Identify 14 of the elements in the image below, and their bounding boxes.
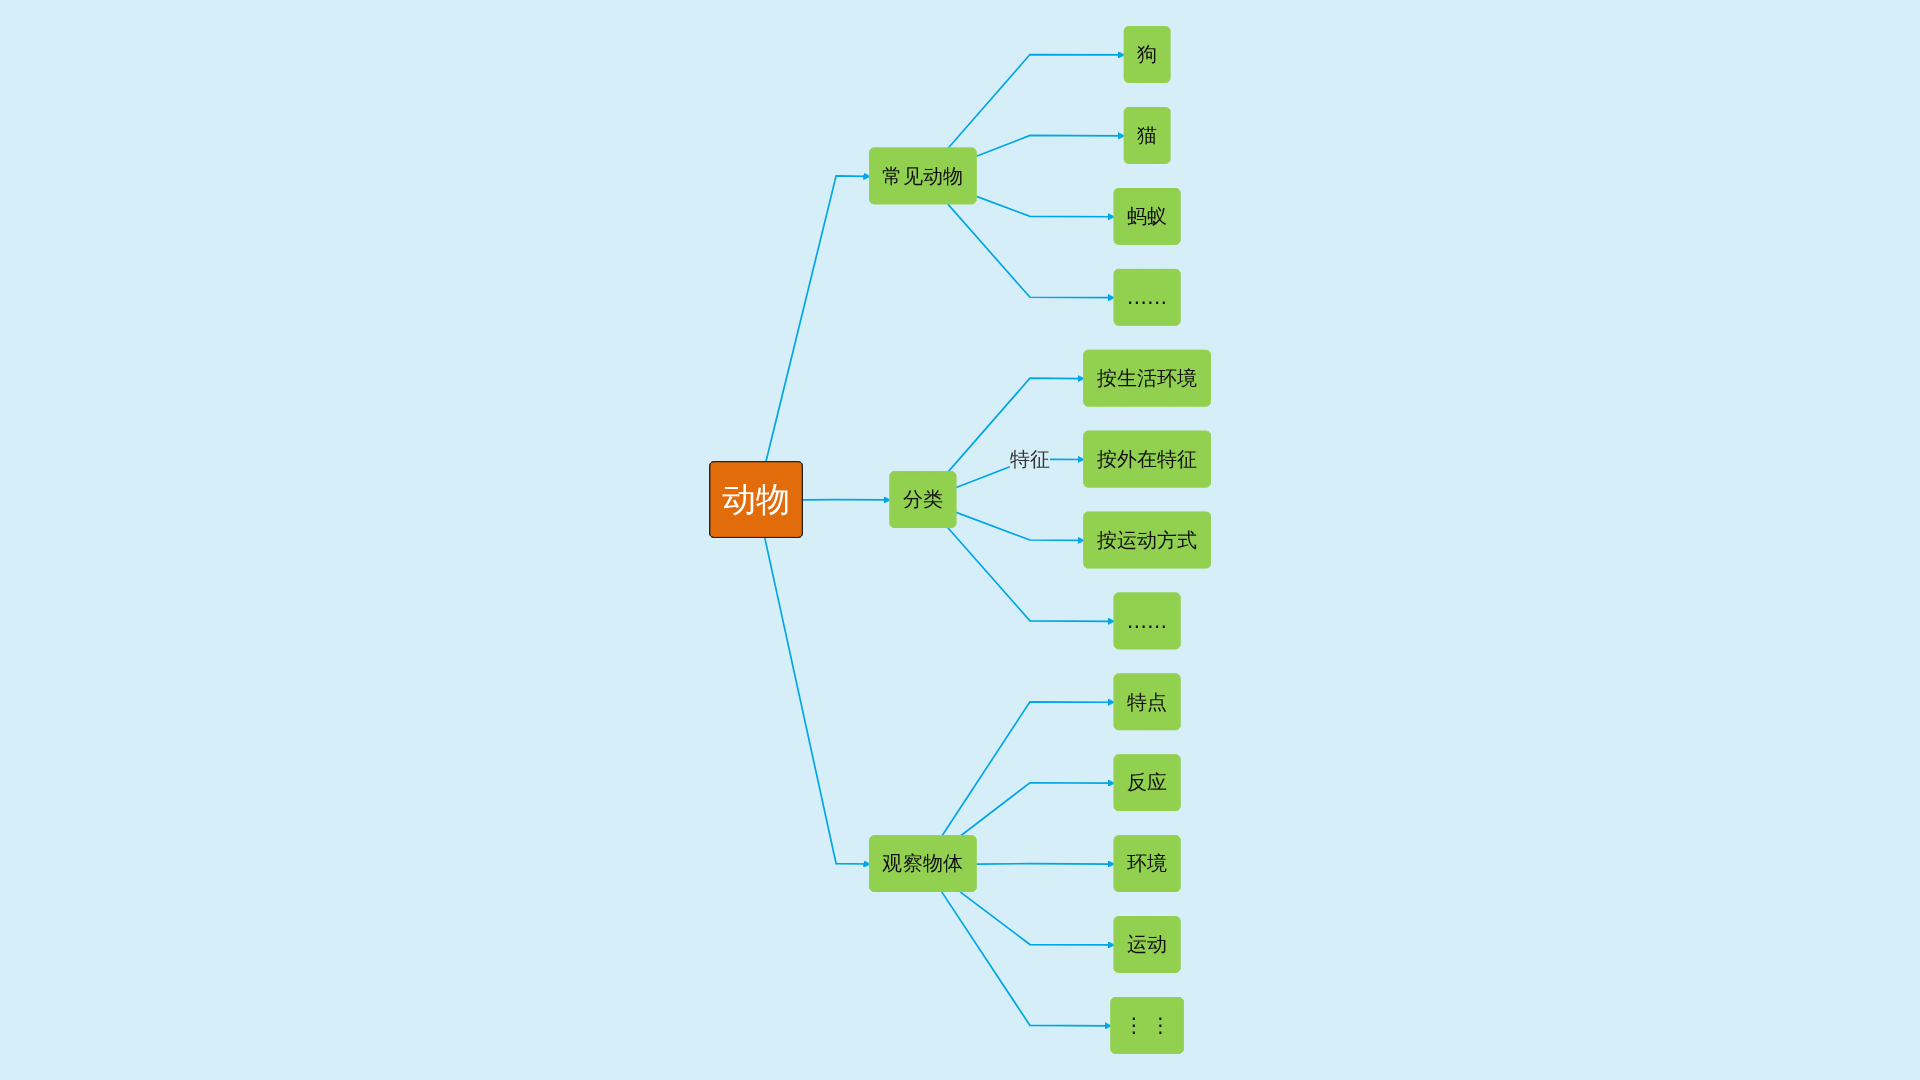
- arrow: [947, 203, 1115, 302]
- arrow: [959, 891, 1115, 949]
- arrow: [955, 511, 1085, 545]
- arrow: [940, 891, 1112, 1030]
- arrow: [763, 537, 871, 868]
- arrow: [801, 496, 891, 504]
- arrow: [947, 526, 1115, 625]
- arrow: [975, 132, 1126, 158]
- edge-label: 特征: [1009, 447, 1051, 471]
- arrow: [765, 172, 871, 463]
- arrow: [947, 374, 1085, 473]
- arrow: [975, 860, 1115, 868]
- arrow: [975, 195, 1115, 221]
- arrow: [947, 51, 1126, 150]
